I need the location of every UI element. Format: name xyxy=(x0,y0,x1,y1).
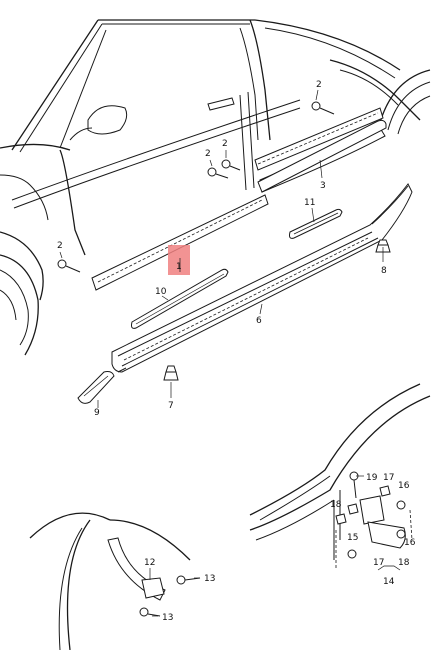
detail-wheel-arch xyxy=(29,512,201,650)
screw-2d xyxy=(57,251,81,273)
screw-2a xyxy=(311,89,335,115)
screws-part-2 xyxy=(57,89,335,273)
callout-11: 11 xyxy=(304,198,315,208)
screw-2b xyxy=(221,150,241,171)
callout-12: 12 xyxy=(144,558,155,568)
callout-16a: 16 xyxy=(398,481,410,491)
part-3-trim xyxy=(257,119,387,193)
callout-8: 8 xyxy=(381,266,387,276)
callout-7: 7 xyxy=(168,401,174,411)
callout-3: 3 xyxy=(320,181,326,191)
callout-2d: 2 xyxy=(57,241,63,251)
callout-9: 9 xyxy=(94,408,100,418)
callout-2b: 2 xyxy=(222,139,228,149)
sill-trim-strip-upper xyxy=(91,107,386,291)
callout-17b: 17 xyxy=(373,558,384,568)
callout-18a: 18 xyxy=(330,500,342,510)
screw-2c xyxy=(207,159,229,179)
part-11-strip xyxy=(289,208,343,239)
callout-13b: 13 xyxy=(162,613,173,623)
callouts: 1 2 2 2 2 3 6 7 8 9 10 11 12 13 13 14 15… xyxy=(57,80,416,623)
part-7-clip xyxy=(163,365,179,398)
part-10-strip xyxy=(131,268,229,329)
leader-lines xyxy=(97,207,384,617)
callout-2a: 2 xyxy=(316,80,322,90)
callout-2c: 2 xyxy=(205,149,211,159)
part-9-endcap xyxy=(77,371,115,404)
callout-13a: 13 xyxy=(204,574,215,584)
callout-15: 15 xyxy=(347,533,358,543)
sill-panel-main xyxy=(111,183,413,373)
detail-rear-arch xyxy=(249,383,431,571)
callout-16b: 16 xyxy=(404,538,416,548)
callout-6: 6 xyxy=(256,316,262,326)
callout-18b: 18 xyxy=(398,558,410,568)
callout-10: 10 xyxy=(155,287,167,297)
callout-17a: 17 xyxy=(383,473,394,483)
callout-1: 1 xyxy=(176,262,182,272)
callout-14: 14 xyxy=(383,577,395,587)
car-body-outline xyxy=(0,19,431,356)
part-1-highlight xyxy=(168,245,190,275)
callout-19: 19 xyxy=(366,473,378,483)
